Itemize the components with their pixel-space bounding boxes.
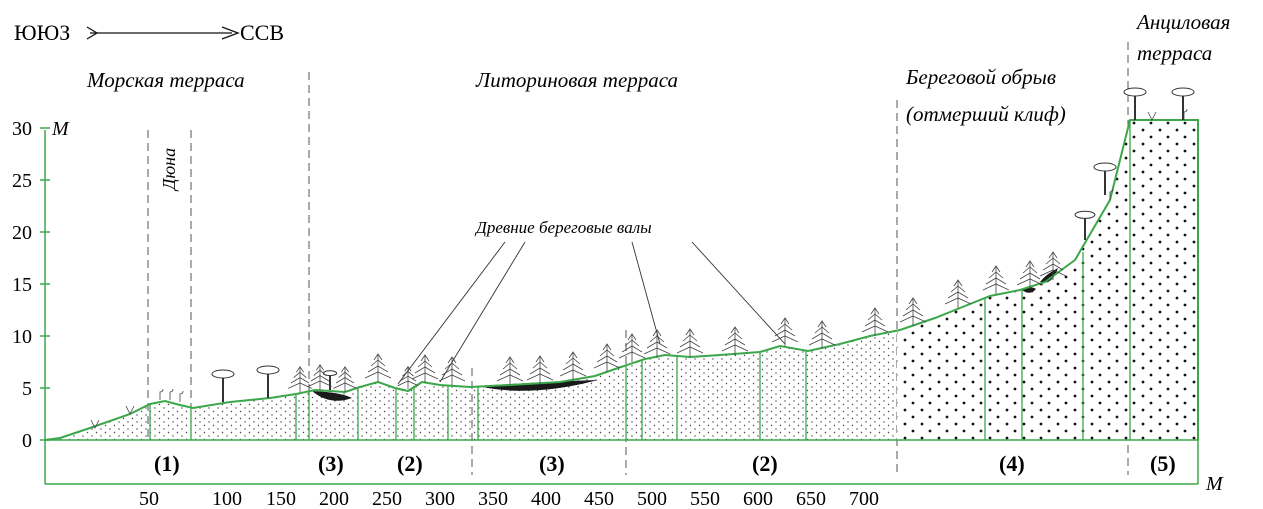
segment-label: (2) [752,451,778,476]
grass-icon [125,405,135,415]
spruce-icon [593,343,621,372]
peat-lenses [312,268,1058,401]
herb-icon [159,388,164,400]
herb-icon [1183,108,1188,120]
spruce-icon [676,328,704,357]
ancylus-label-line2: терраса [1137,41,1212,65]
x-tick-label: 600 [743,488,773,509]
ground-profile-line [44,119,1199,441]
spruce-icon [397,365,419,389]
vegetation [90,87,1195,429]
segment-labels: (1) (3) (2) (3) (2) (4) (5) [154,451,1176,476]
spruce-icon [496,356,524,385]
spruce-icon [364,353,392,382]
y-tick-label: 10 [12,326,32,348]
x-tick-label: 550 [690,488,720,509]
x-tick-label: 500 [637,488,667,509]
segment-label: (3) [318,451,344,476]
spruce-icon [721,326,749,355]
dune-label: Дюна [159,148,179,192]
x-tick-label: 200 [319,488,349,509]
y-axis-unit: М [51,118,70,140]
direction-from: ЮЮЗ [14,20,70,45]
grass-icon [1147,111,1157,121]
pine-icon [322,370,338,390]
y-tick-label: 20 [12,222,32,244]
sea-terrace-label: Морская терраса [86,68,245,92]
ridge-leader-lines [397,241,786,385]
spruce-icon [982,265,1010,294]
segment-label: (1) [154,451,180,476]
spruce-icon [308,364,332,390]
pine-icon [211,369,235,402]
litorina-terrace-label: Литориновая терраса [475,68,678,92]
segment-label: (2) [397,451,423,476]
x-tick-label: 650 [796,488,826,509]
ridges-label: Древние береговые валы [474,218,652,237]
x-axis: 50 100 150 200 250 300 350 400 450 500 5… [139,473,1224,509]
y-tick-label: 15 [12,274,32,296]
x-tick-label: 450 [584,488,614,509]
x-tick-label: 300 [425,488,455,509]
deposit-fill-fine [45,330,897,440]
x-tick-label: 700 [849,488,879,509]
pine-icon [1074,210,1096,240]
pine-icon [1171,87,1195,120]
y-tick-label: 25 [12,170,32,192]
spruce-icon [333,366,357,392]
herb-icon [179,390,184,402]
base-box [44,439,1199,485]
spruce-icon [1016,260,1044,289]
herb-icon [169,388,174,400]
segment-label: (3) [539,451,565,476]
x-tick-label: 100 [212,488,242,509]
x-tick-label: 250 [372,488,402,509]
direction-arrow-icon [86,26,240,40]
spruce-icon [861,307,889,336]
pine-icon [256,365,280,398]
spruce-icon [944,279,972,308]
segment-label: (4) [999,451,1025,476]
y-tick-label: 5 [22,378,32,400]
herb-icon [1109,188,1114,200]
x-tick-label: 350 [478,488,508,509]
x-tick-label: 400 [531,488,561,509]
y-tick-label: 0 [22,430,32,452]
pine-icon [1093,162,1117,195]
direction-to: ССВ [240,20,284,45]
spruce-icon [288,366,312,392]
ancylus-label-line1: Анциловая [1135,10,1230,34]
spruce-icon [559,351,587,380]
pine-icon [1123,87,1147,120]
x-tick-label: 150 [266,488,296,509]
spruce-icon [411,354,439,383]
grass-icon [90,419,100,429]
spruce-icon [618,333,646,362]
x-axis-unit: М [1205,473,1224,495]
segment-label: (5) [1150,451,1176,476]
deposit-fill-coarse-dots [897,120,1198,440]
spruce-icon [771,317,799,346]
y-axis: 0 5 10 15 20 25 30 М [12,118,70,452]
cliff-label-line2: (отмерший клиф) [906,102,1066,126]
spruce-icon [526,355,554,384]
spruce-icon [643,329,671,358]
unit-boundaries [149,120,1131,440]
spruce-icon [1039,251,1067,280]
spruce-icon [899,297,927,326]
spruce-icon [438,356,466,385]
cliff-label-line1: Береговой обрыв [905,65,1056,89]
x-tick-label: 50 [139,488,159,509]
spruce-icon [808,320,836,349]
y-tick-label: 30 [12,118,32,140]
